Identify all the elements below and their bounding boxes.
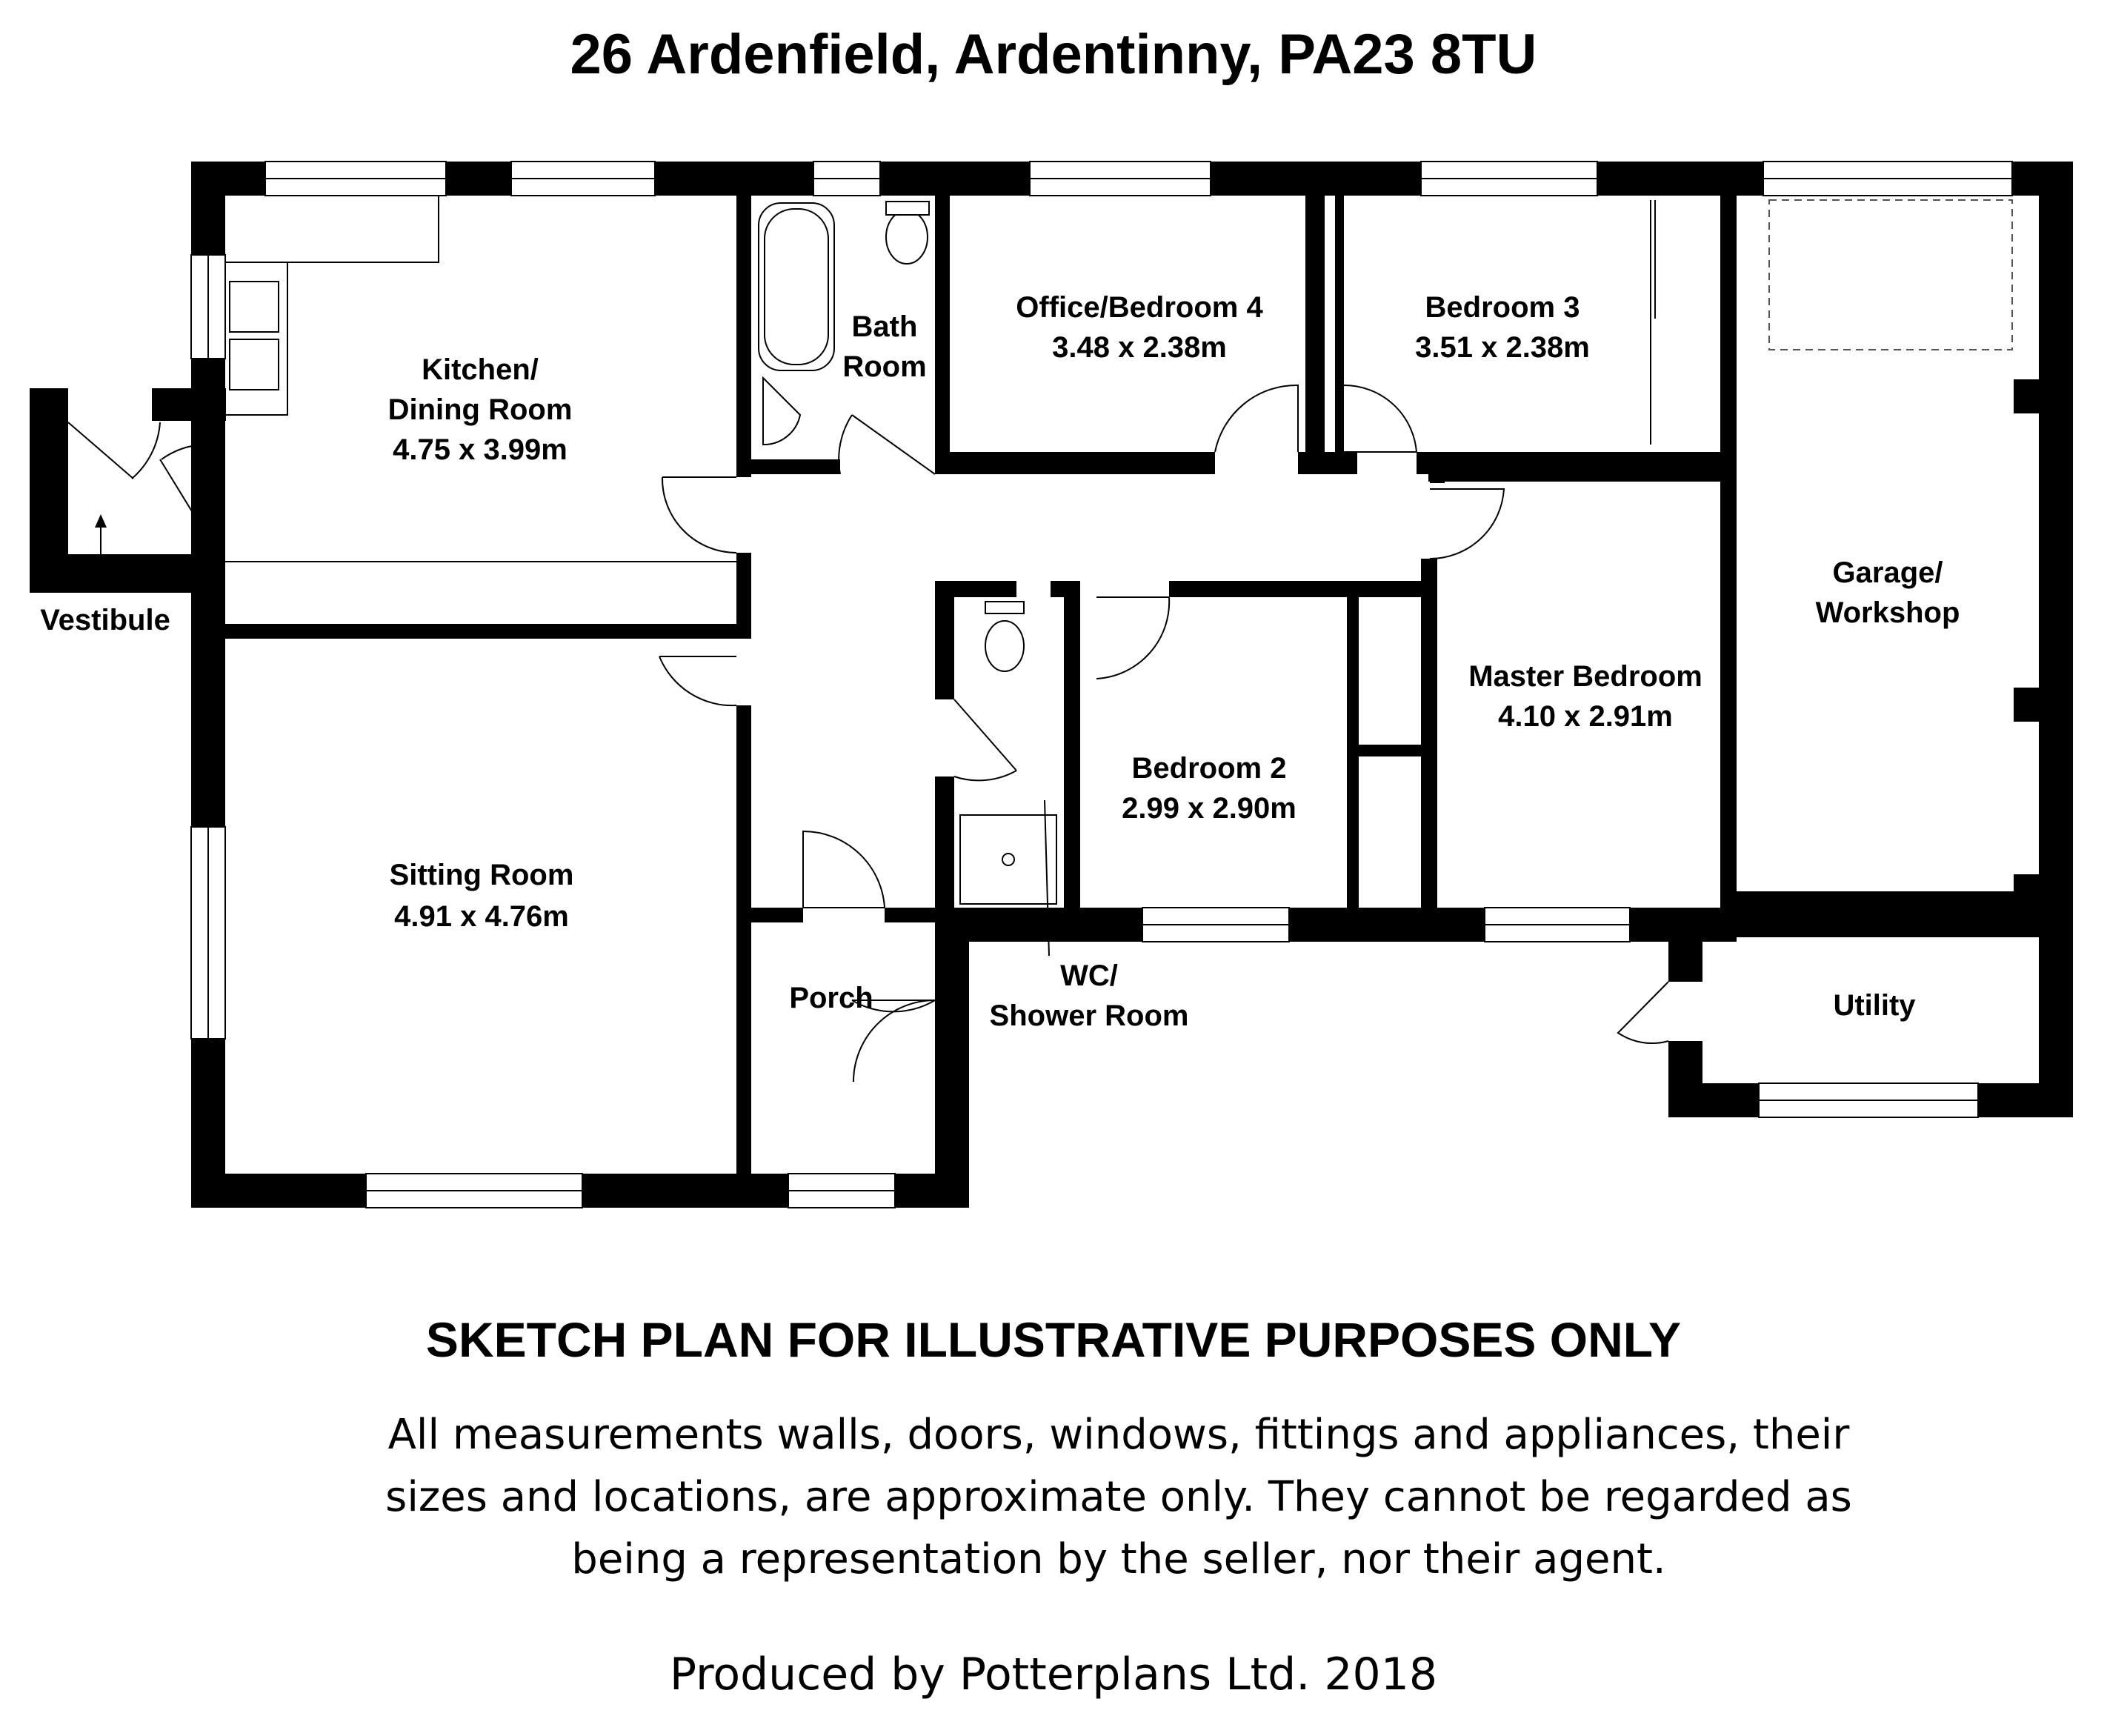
disclaimer-line-1: All measurements walls, doors, windows, … <box>387 1411 1850 1459</box>
disclaimer-line-3: being a representation by the seller, no… <box>571 1535 1666 1583</box>
basin-icon <box>762 376 802 446</box>
wc-label-2: Shower Room <box>990 1000 1189 1032</box>
disclaimer-heading: SKETCH PLAN FOR ILLUSTRATIVE PURPOSES ON… <box>425 1312 1682 1367</box>
disclaimer-text: All measurements walls, doors, windows, … <box>148 1404 2089 1591</box>
fixtures <box>95 196 2013 957</box>
kitchen-size: 4.75 x 3.99m <box>393 433 567 466</box>
sitting-room-size: 4.91 x 4.76m <box>394 900 569 933</box>
master-bedroom-label: Master Bedroom <box>1468 660 1702 693</box>
garage-label-2: Workshop <box>1816 596 1960 629</box>
bathroom-label-2: Room <box>842 350 926 383</box>
garage-label: Garage/ <box>1833 556 1943 589</box>
sink-icon <box>229 281 279 333</box>
bedroom3-size: 3.51 x 2.38m <box>1415 331 1590 364</box>
producer-credit: Produced by Potterplans Ltd. 2018 <box>669 1649 1438 1700</box>
porch-label: Porch <box>789 982 873 1014</box>
toilet-icon <box>885 210 928 265</box>
windows <box>190 161 2013 1208</box>
disclaimer-line-2: sizes and locations, are approximate onl… <box>385 1473 1852 1521</box>
sitting-room-label: Sitting Room <box>390 859 574 891</box>
office-size: 3.48 x 2.38m <box>1052 331 1227 364</box>
bathroom-label: Bath <box>852 310 918 343</box>
kitchen-label: Kitchen/ <box>422 353 539 386</box>
kitchen-label-2: Dining Room <box>388 393 573 426</box>
vestibule-label: Vestibule <box>40 604 170 636</box>
page-title: 26 Ardenfield, Ardentinny, PA23 8TU <box>570 23 1537 86</box>
master-bedroom-size: 4.10 x 2.91m <box>1498 700 1673 733</box>
wc-toilet-icon <box>985 620 1025 672</box>
doors <box>67 200 1669 1082</box>
bedroom2-size: 2.99 x 2.90m <box>1122 792 1297 825</box>
bedroom2-label: Bedroom 2 <box>1132 752 1287 785</box>
utility-label: Utility <box>1833 989 1916 1022</box>
office-label: Office/Bedroom 4 <box>1016 291 1263 324</box>
bedroom3-label: Bedroom 3 <box>1425 291 1580 324</box>
room-labels: Kitchen/ Dining Room 4.75 x 3.99m Bath R… <box>40 291 1960 1032</box>
wc-label: WC/ <box>1060 960 1118 992</box>
